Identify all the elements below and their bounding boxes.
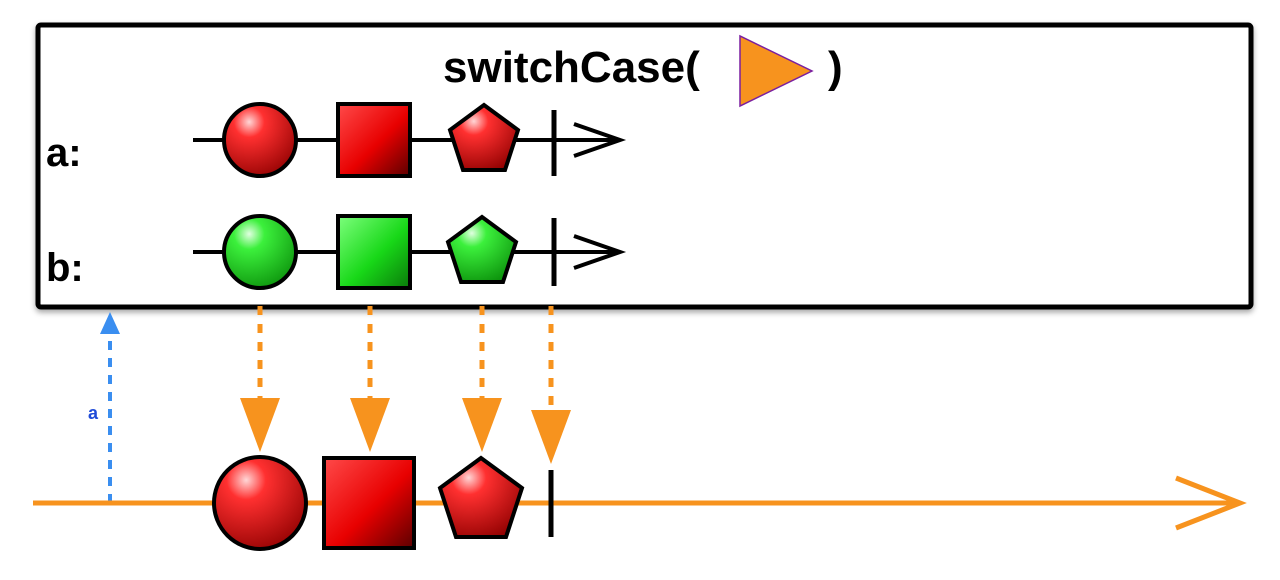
operator-title: switchCase( — [443, 43, 700, 92]
emission-arrowheads — [240, 398, 571, 464]
marble-b-pentagon — [445, 214, 519, 284]
output-timeline-arrowhead — [1175, 475, 1247, 531]
arrowhead-2 — [350, 398, 390, 452]
marble-b-square — [336, 214, 412, 290]
output-marble-pentagon — [437, 455, 525, 539]
output-marble-circle — [212, 455, 308, 551]
marble-b-circle — [222, 214, 298, 290]
arrowhead-3 — [462, 398, 502, 452]
output-marble-square — [322, 456, 416, 550]
timeline-b-arrowhead — [573, 234, 627, 270]
marble-a-circle — [222, 102, 298, 178]
input-stream-b — [193, 214, 627, 290]
output-stream — [33, 455, 1247, 551]
timeline-a-arrowhead — [573, 122, 627, 158]
marble-a-pentagon — [447, 102, 521, 172]
emission-arrows — [257, 306, 554, 412]
arrowhead-1 — [240, 398, 280, 452]
selector-emission-label: a — [88, 403, 99, 423]
selector-arrowhead — [100, 312, 120, 334]
input-stream-a — [193, 102, 627, 178]
input-label-a: a: — [46, 131, 82, 175]
arrowhead-4 — [531, 410, 571, 464]
orange-triangle-icon — [739, 34, 814, 108]
input-label-b: b: — [46, 246, 84, 290]
marble-a-square — [336, 102, 412, 178]
operator-title-close: ) — [828, 43, 843, 92]
selector-emission — [100, 312, 120, 503]
